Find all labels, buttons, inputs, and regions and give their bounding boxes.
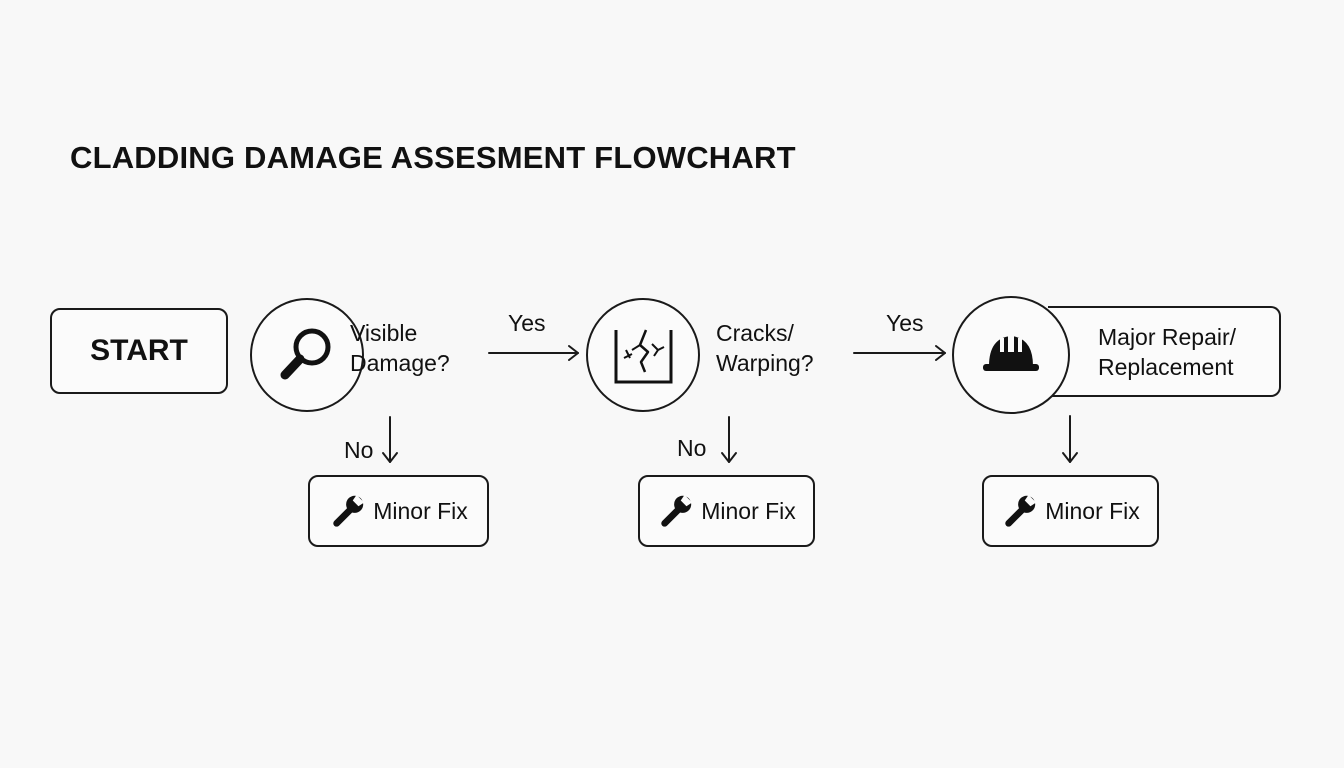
minor-fix-node-1[interactable]: Minor Fix bbox=[308, 475, 489, 547]
hard-hat-icon bbox=[983, 334, 1039, 371]
visible-damage-line1: Visible bbox=[350, 320, 418, 346]
cracks-warping-line2: Warping? bbox=[716, 350, 814, 376]
minor-fix-node-2[interactable]: Minor Fix bbox=[638, 475, 815, 547]
edge-label-no-1: No bbox=[344, 437, 374, 463]
minor-fix-node-3[interactable]: Minor Fix bbox=[982, 475, 1159, 547]
wrench-icon bbox=[333, 494, 365, 527]
visible-damage-line2: Damage? bbox=[350, 350, 450, 376]
edge-label-yes-1: Yes bbox=[508, 310, 546, 336]
start-node[interactable]: START bbox=[50, 308, 228, 394]
major-repair-node[interactable]: Major Repair/ Replacement bbox=[1048, 306, 1281, 397]
cracks-warping-node[interactable] bbox=[586, 298, 700, 412]
arrow-q2-no bbox=[721, 416, 737, 463]
wrench-icon bbox=[1005, 494, 1037, 527]
cracked-panel-icon bbox=[614, 329, 673, 384]
wrench-icon bbox=[661, 494, 693, 527]
major-repair-line2: Replacement bbox=[1098, 353, 1234, 380]
cracks-warping-line1: Cracks/ bbox=[716, 320, 794, 346]
minor-fix-label-1: Minor Fix bbox=[373, 497, 468, 524]
minor-fix-label-2: Minor Fix bbox=[701, 497, 796, 524]
arrow-q1-yes bbox=[488, 345, 579, 361]
page-title: CLADDING DAMAGE ASSESMENT FLOWCHART bbox=[70, 140, 796, 175]
minor-fix-label-3: Minor Fix bbox=[1045, 497, 1140, 524]
major-repair-icon-circle bbox=[952, 296, 1070, 414]
magnifier-icon bbox=[280, 328, 331, 380]
edge-label-yes-2: Yes bbox=[886, 310, 924, 336]
arrow-result-down bbox=[1062, 415, 1078, 463]
edge-label-no-2: No bbox=[677, 435, 707, 461]
major-repair-line1: Major Repair/ bbox=[1098, 323, 1237, 350]
cracks-warping-label: Cracks/ Warping? bbox=[716, 318, 814, 378]
major-repair-label: Major Repair/ Replacement bbox=[1098, 322, 1236, 382]
start-label: START bbox=[90, 334, 188, 367]
visible-damage-node[interactable] bbox=[250, 298, 364, 412]
visible-damage-label: Visible Damage? bbox=[350, 318, 450, 378]
arrow-q2-yes bbox=[853, 345, 946, 361]
arrow-q1-no bbox=[382, 416, 398, 463]
